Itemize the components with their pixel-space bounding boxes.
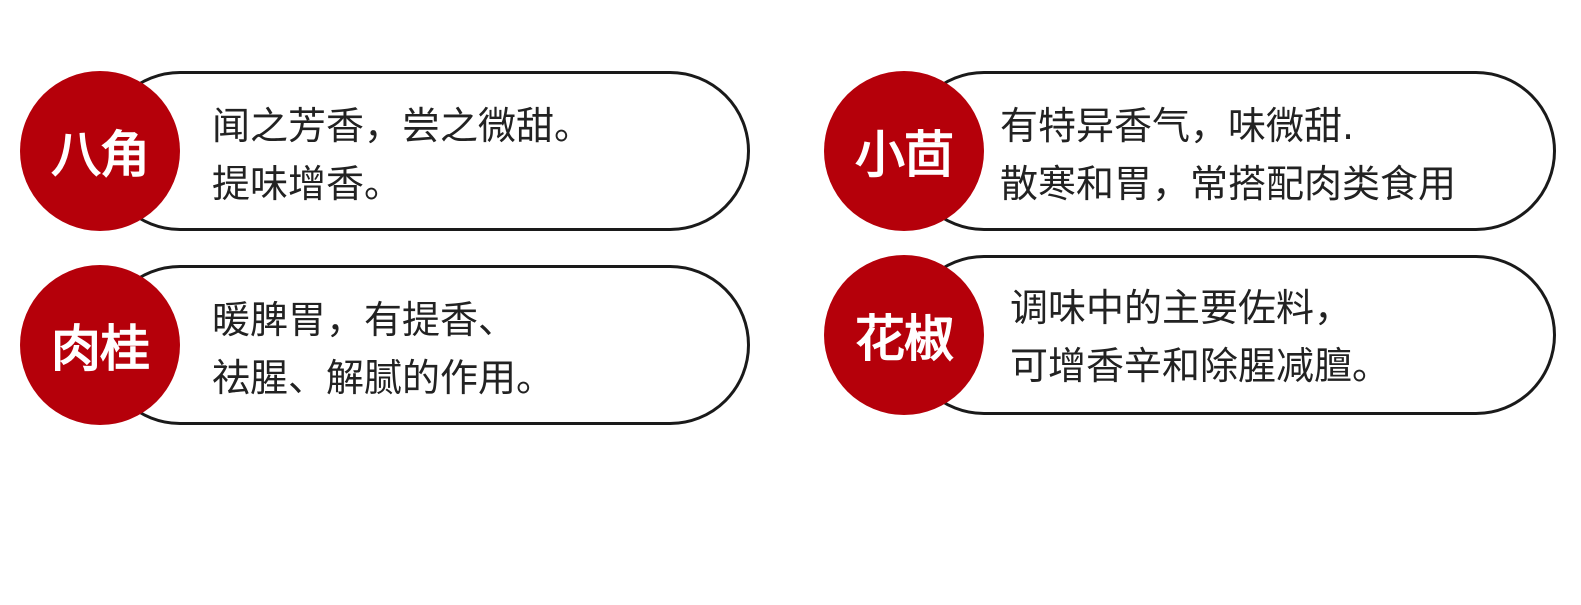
spice-name-badge: 小茴 [824, 71, 984, 231]
spice-name-badge: 花椒 [824, 255, 984, 415]
description-line-1: 暖脾胃，有提香、 [212, 298, 517, 342]
card-outline [904, 255, 1556, 415]
spice-card-bajiao: 八角 闻之芳香，尝之微甜。 提味增香。 [20, 71, 750, 231]
description-line-2: 散寒和胃，常搭配肉类食用 [1000, 162, 1457, 206]
description-line-2: 祛腥、解腻的作用。 [212, 356, 555, 400]
spice-name-badge: 八角 [20, 71, 180, 231]
description-line-1: 调味中的主要佐料， [1010, 286, 1353, 330]
description-line-2: 提味增香。 [212, 162, 403, 206]
spice-card-huajiao: 花椒 调味中的主要佐料， 可增香辛和除腥减膻。 [824, 255, 1556, 415]
card-outline [100, 265, 750, 425]
card-outline [904, 71, 1556, 231]
description-line-2: 可增香辛和除腥减膻。 [1010, 344, 1391, 388]
spice-description: 调味中的主要佐料， 可增香辛和除腥减膻。 [1010, 279, 1536, 395]
spice-card-rougui: 肉桂 暖脾胃，有提香、 祛腥、解腻的作用。 [20, 265, 750, 425]
spice-description: 暖脾胃，有提香、 祛腥、解腻的作用。 [212, 291, 730, 407]
spice-description: 有特异香气，味微甜. 散寒和胃，常搭配肉类食用 [1000, 97, 1546, 213]
spice-card-xiaohui: 小茴 有特异香气，味微甜. 散寒和胃，常搭配肉类食用 [824, 71, 1556, 231]
description-line-1: 有特异香气，味微甜. [1000, 104, 1355, 148]
spice-name-badge: 肉桂 [20, 265, 180, 425]
card-outline [100, 71, 750, 231]
description-line-1: 闻之芳香，尝之微甜。 [212, 104, 593, 148]
spice-description: 闻之芳香，尝之微甜。 提味增香。 [212, 97, 730, 213]
